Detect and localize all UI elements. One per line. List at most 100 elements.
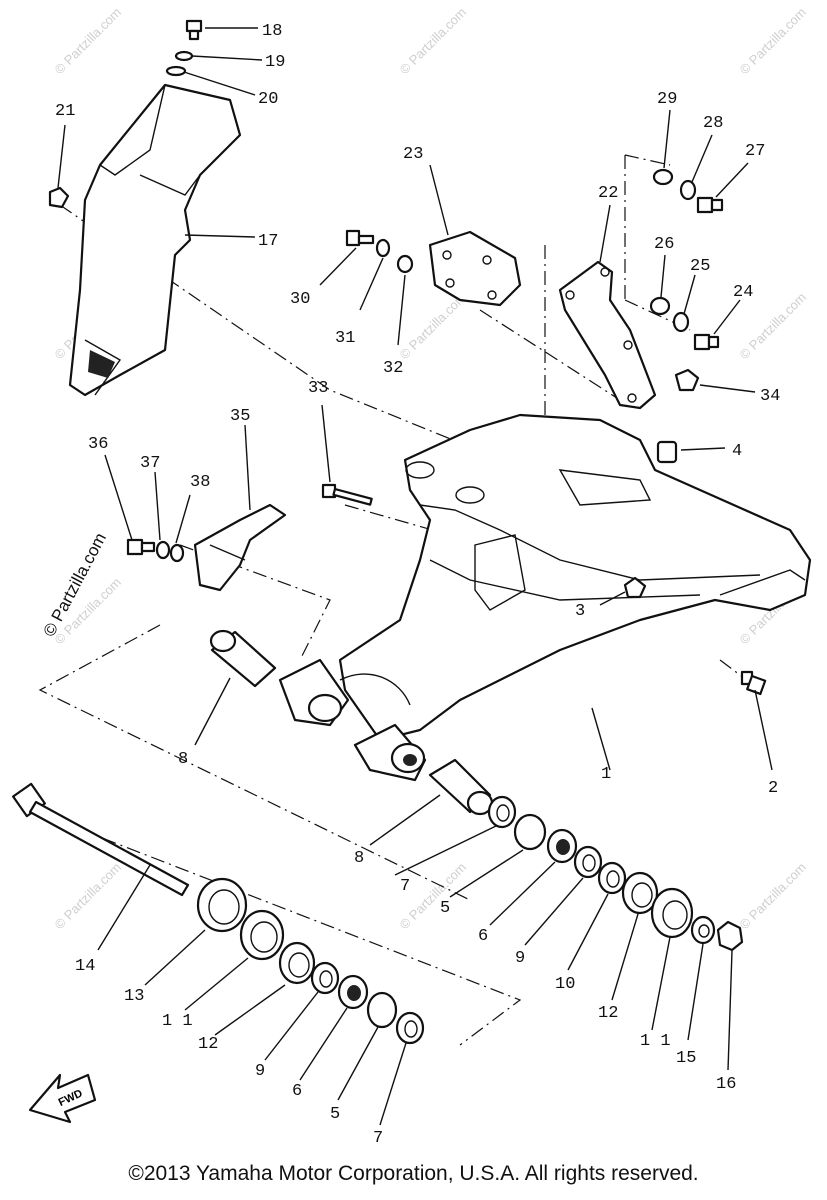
watermark: © Partzilla.com [397,290,470,363]
chain-cover-part [68,83,242,397]
bolt-24 [693,333,720,351]
collar-5-right [513,813,547,851]
washer-20 [165,65,187,77]
callout-7a: 7 [400,877,410,896]
copyright-notice: ©2013 Yamaha Motor Corporation, U.S.A. A… [128,1162,699,1185]
washer-7-left [395,1011,425,1045]
callout-2: 2 [768,779,778,798]
washer-9-right [573,845,603,879]
callout-7b: 7 [373,1129,383,1148]
watermark: © Partzilla.com [52,860,125,933]
callout-5a: 5 [440,899,450,918]
watermark: © Partzilla.com [397,5,470,78]
callout-17: 17 [258,232,278,251]
bolt-2 [740,670,767,696]
callout-25: 25 [690,257,710,276]
callout-33: 33 [308,379,328,398]
callout-8b: 8 [354,849,364,868]
bolt-36 [126,538,156,556]
watermark: © Partzilla.com [52,5,125,78]
callout-27: 27 [745,142,765,161]
callout-10: 10 [555,975,575,994]
callout-12b: 12 [598,1004,618,1023]
collar-8-upper [209,629,277,688]
callout-31: 31 [335,329,355,348]
callout-1: 1 [601,765,611,784]
callout-18: 18 [262,22,282,41]
bolt-30 [345,229,375,247]
callout-8a: 8 [178,750,188,769]
bearing-13 [196,877,248,933]
callout-13: 13 [124,987,144,1006]
washer-19 [174,50,194,62]
callout-29: 29 [657,90,677,109]
callout-26: 26 [654,235,674,254]
seal-11-left [239,909,285,961]
washer-25 [672,311,690,333]
swing-arm-part-1 [338,413,812,742]
parts-diagram: © Partzilla.com © Partzilla.com © Partzi… [12,5,812,1148]
callout-30: 30 [290,290,310,309]
collar-5-left [366,991,398,1029]
washer-37 [155,540,171,560]
callout-20: 20 [258,90,278,109]
watermark: © Partzilla.com [737,860,810,933]
washer-9-left [310,961,340,995]
bolt-33 [321,483,373,506]
bearing-6-left [337,974,369,1010]
pivot-shaft-14 [12,782,190,897]
screw-18 [185,19,203,41]
washer-10 [597,861,627,895]
plate-part-22 [558,260,657,410]
washer-28 [679,179,697,201]
nut-34 [674,368,700,392]
callout-24: 24 [733,283,753,302]
nut-3 [623,576,647,599]
callout-38: 38 [190,473,210,492]
washer-7-right [487,795,517,829]
fwd-arrow-icon: FWD [28,1073,97,1124]
callout-28: 28 [703,114,723,133]
callout-12a: 12 [198,1035,218,1054]
cap-4 [656,440,678,464]
callout-5b: 5 [330,1105,340,1124]
callout-9a: 9 [515,949,525,968]
washer-31 [375,238,391,258]
callout-21: 21 [55,102,75,121]
leader-lines [57,27,773,1126]
callout-9b: 9 [255,1062,265,1081]
collar-8-lower [428,758,494,816]
washer-32 [396,254,414,274]
watermark: © Partzilla.com [737,5,810,78]
callout-22: 22 [598,184,618,203]
washer-15 [690,915,716,945]
callout-36: 36 [88,435,108,454]
callout-14: 14 [75,957,95,976]
bolt-27 [696,196,724,214]
callout-16: 16 [716,1075,736,1094]
bearing-12-right [621,871,659,915]
seal-11-right [650,887,694,939]
callout-19: 19 [265,53,285,72]
callout-4: 4 [732,442,742,461]
bracket-part-35 [193,503,287,592]
bracket-part-23 [428,230,522,307]
washer-38 [169,543,185,563]
callout-11a: 1 1 [162,1012,193,1031]
callout-6a: 6 [478,927,488,946]
callout-23: 23 [403,145,423,164]
nut-21 [48,186,70,209]
callout-6b: 6 [292,1082,302,1101]
bearing-6-right [546,828,578,864]
washer-29 [652,168,674,186]
callout-11b: 1 1 [640,1032,671,1051]
callout-labels: 1 2 3 4 5 5 6 6 7 7 8 8 9 9 10 1 1 1 1 1… [55,22,780,1148]
washer-26 [649,296,671,316]
pivot-boss-right [353,723,427,782]
callout-37: 37 [140,454,160,473]
callout-3: 3 [575,602,585,621]
pivot-boss-left [278,658,350,727]
bearing-12-left [278,941,316,985]
nut-16 [716,920,744,952]
callout-32: 32 [383,359,403,378]
